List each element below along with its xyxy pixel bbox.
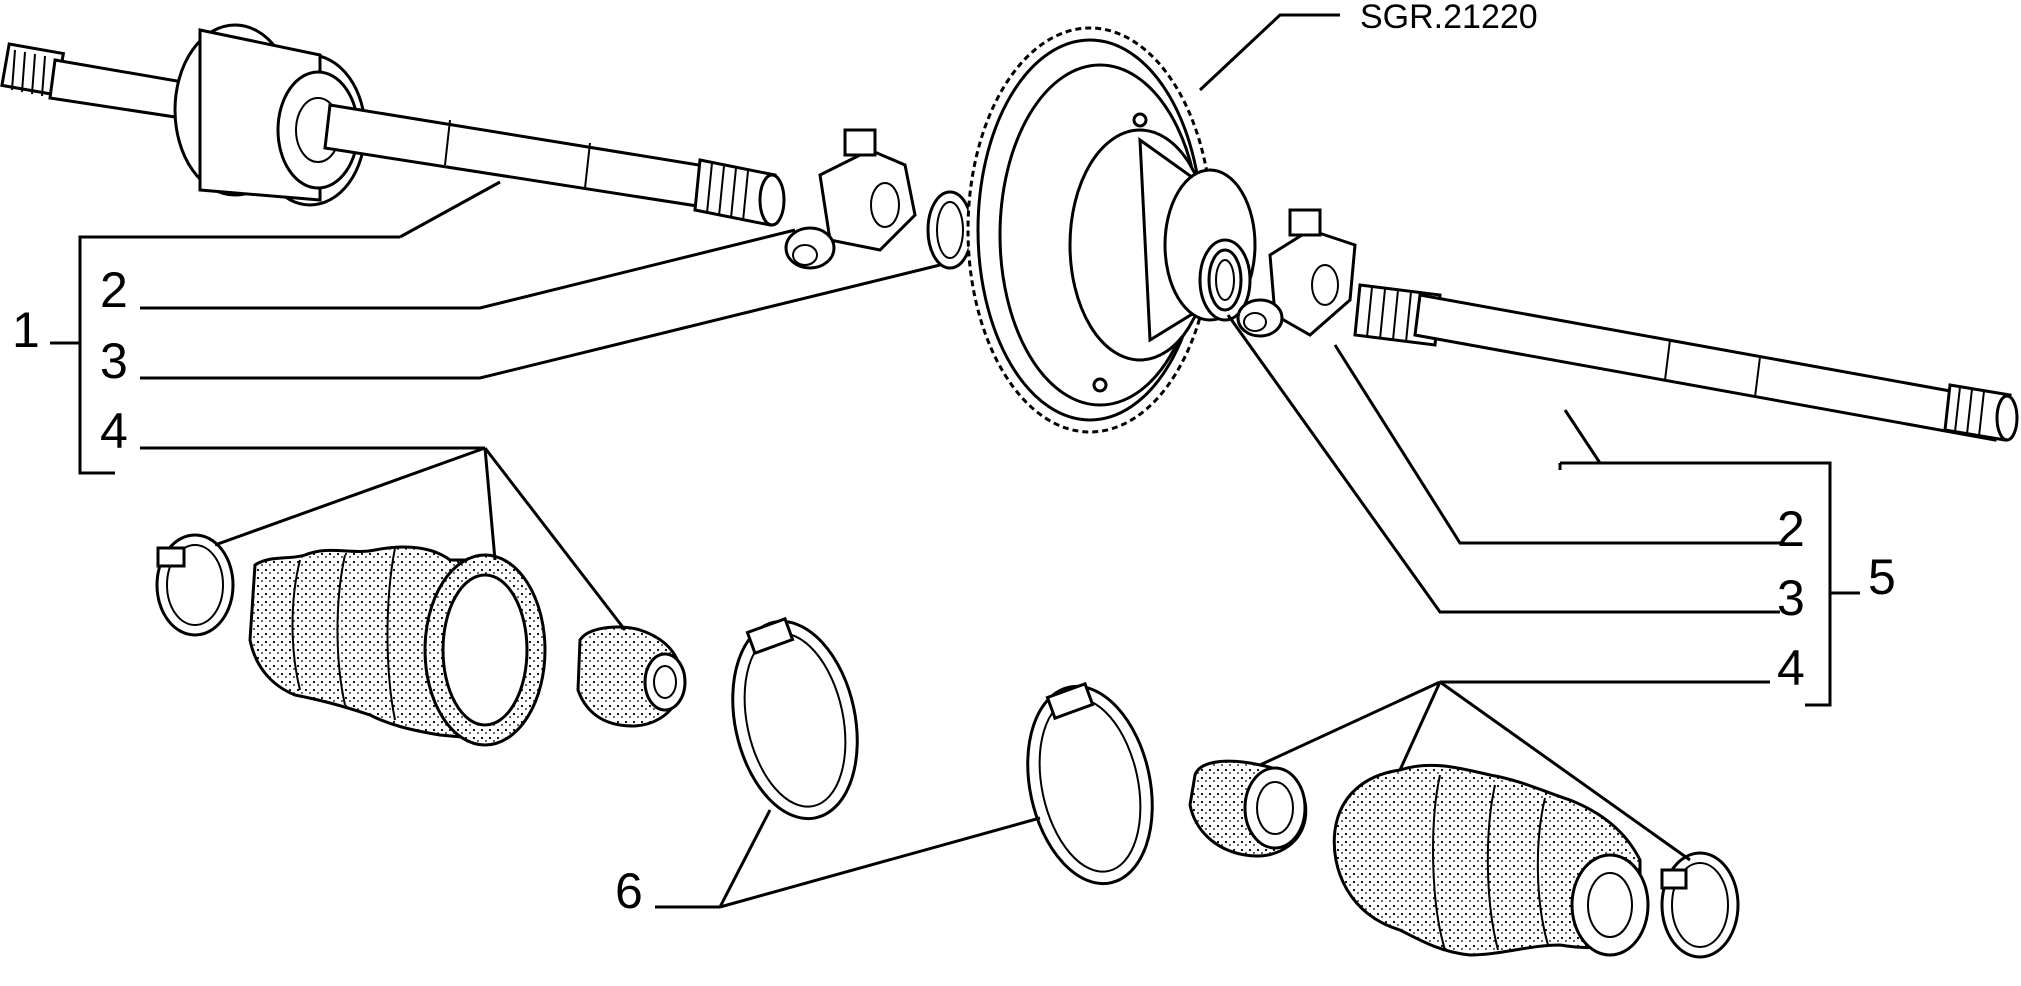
right-large-clamp (1026, 681, 1154, 886)
left-large-boot (248, 545, 547, 747)
callout-clamps: 6 (615, 863, 643, 919)
right-driveshaft (1353, 283, 2019, 442)
left-circlip (926, 190, 974, 270)
left-small-boot (576, 625, 687, 728)
callout-left-item-2: 2 (100, 262, 128, 318)
reference-code: SGR.21220 (1360, 0, 1538, 36)
left-small-clamp (155, 533, 235, 637)
right-small-clamp (1660, 851, 1740, 959)
callout-right-item-4: 4 (1777, 640, 1805, 696)
left-tripod-joint (784, 128, 917, 270)
right-tripod-joint (1236, 208, 1357, 338)
left-large-clamp (731, 616, 859, 821)
callout-right-assembly: 5 (1868, 549, 1896, 605)
leader-lines (50, 13, 1860, 909)
differential-crown-gear (966, 26, 1257, 434)
callout-left-item-4: 4 (100, 403, 128, 459)
right-large-boot (1332, 763, 1650, 957)
callout-right-item-2: 2 (1777, 501, 1805, 557)
left-driveshaft (0, 23, 786, 227)
callout-left-assembly: 1 (12, 302, 40, 358)
right-small-boot (1188, 759, 1308, 858)
callout-left-item-3: 3 (100, 333, 128, 389)
callout-right-item-3: 3 (1777, 570, 1805, 626)
right-circlip (1207, 248, 1243, 312)
